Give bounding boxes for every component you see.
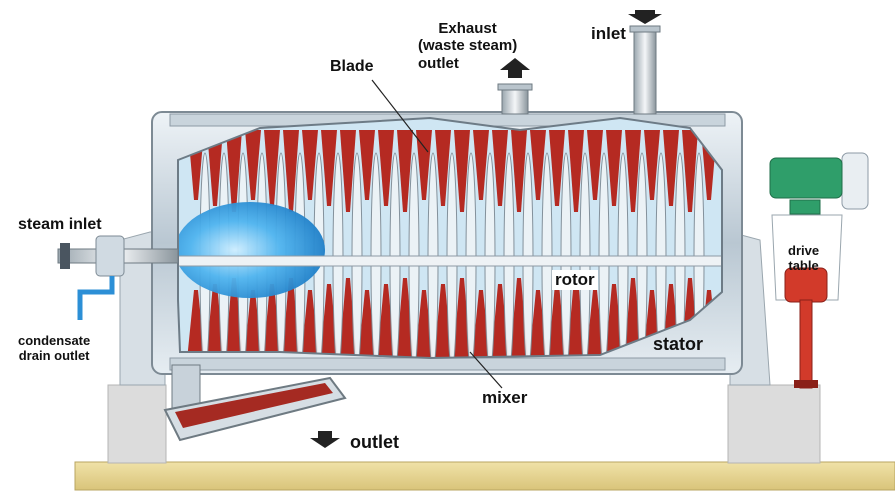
product-spike-bottom <box>301 290 319 358</box>
product-spike-top <box>340 130 356 212</box>
inlet-arrow-icon <box>628 10 662 24</box>
product-spike-top <box>264 130 280 206</box>
product-spike-bottom <box>396 278 414 358</box>
steam-inlet-coupling <box>95 235 125 277</box>
right-support-block <box>727 384 821 464</box>
product-spike-top <box>530 130 546 200</box>
product-spike-top <box>302 130 318 200</box>
product-spike-top <box>435 130 451 206</box>
product-spike-top <box>606 130 622 206</box>
product-spike-bottom <box>434 284 452 358</box>
product-spike-top <box>473 130 489 200</box>
left-support-block <box>107 384 167 464</box>
product-spike-top <box>226 130 242 212</box>
product-spike-top <box>321 130 337 206</box>
mixer-leader-line <box>469 351 503 389</box>
product-spike-top <box>492 130 508 206</box>
product-spike-bottom <box>548 284 566 358</box>
exhaust-label-line3: outlet <box>418 54 459 72</box>
product-spike-bottom <box>453 278 471 358</box>
product-spike-bottom <box>586 290 604 358</box>
exhaust-label: Exhaust (waste steam) outlet <box>418 20 517 72</box>
exhaust-nozzle <box>501 87 529 115</box>
product-spike-bottom <box>415 290 433 358</box>
inlet-label: inlet <box>591 24 626 43</box>
product-spike-top <box>511 130 527 212</box>
rotor-shaft <box>178 255 722 267</box>
steam-inlet-flange <box>60 243 70 269</box>
product-spike-bottom <box>206 284 224 358</box>
exhaust-nozzle-cap <box>497 83 533 91</box>
mixer-label: mixer <box>482 388 528 407</box>
cutaway-interior <box>178 118 722 358</box>
outlet-arrow-icon <box>310 431 340 448</box>
product-spike-top <box>359 130 375 200</box>
condensate-drain-pipe <box>77 276 115 320</box>
product-spike-top <box>587 130 603 200</box>
exhaust-label-line1: Exhaust <box>438 20 497 37</box>
product-spike-top <box>568 130 584 212</box>
drive-table-line2: table <box>788 257 819 273</box>
inlet-pipe <box>633 27 657 115</box>
condensate-label: condensate drain outlet <box>18 333 91 364</box>
product-spike-bottom <box>282 278 300 358</box>
product-spike-bottom <box>244 290 262 358</box>
drive-table-line1: drive <box>788 243 820 258</box>
product-spike-top <box>245 130 261 200</box>
exhaust-arrow-icon <box>500 58 530 78</box>
cutaway-edge <box>177 116 723 360</box>
product-spike-bottom <box>567 278 585 358</box>
product-spike-bottom <box>472 290 490 358</box>
product-spike-bottom <box>605 284 623 358</box>
product-spike-top <box>397 130 413 212</box>
product-spike-bottom <box>225 278 243 358</box>
drum-bottom-band <box>169 357 726 371</box>
product-spike-top <box>625 130 641 212</box>
blade-label: Blade <box>330 58 374 75</box>
product-spike-top <box>549 130 565 206</box>
product-spike-bottom <box>510 278 528 358</box>
product-spike-bottom <box>187 290 205 358</box>
product-spike-top <box>416 130 432 200</box>
stator-label: stator <box>653 334 704 354</box>
condensate-line1: condensate <box>18 333 91 348</box>
product-spike-bottom <box>263 284 281 358</box>
product-spike-top <box>283 130 299 212</box>
base-slab <box>74 461 895 491</box>
product-spike-top <box>682 130 698 212</box>
outlet-screw-conveyor <box>163 364 347 442</box>
steam-inlet-label: steam inlet <box>18 216 102 233</box>
product-spike-bottom <box>529 290 547 358</box>
product-spike-bottom <box>377 284 395 358</box>
product-spike-top <box>454 130 470 212</box>
product-spike-top <box>207 130 223 206</box>
product-spike-top <box>644 130 660 200</box>
drive-table-label: drive table <box>788 243 820 274</box>
product-spike-bottom <box>339 278 357 358</box>
product-spike-bottom <box>320 284 338 358</box>
blade-leader-line <box>371 79 429 153</box>
rotor-label: rotor <box>552 270 598 290</box>
product-spike-top <box>663 130 679 206</box>
steam-cloud <box>178 202 325 298</box>
product-spike-top <box>378 130 394 206</box>
product-spike-bottom <box>358 290 376 358</box>
condensate-line2: drain outlet <box>18 347 90 363</box>
inlet-pipe-cap <box>629 25 661 33</box>
product-spike-bottom <box>491 284 509 358</box>
outlet-label: outlet <box>350 432 399 452</box>
exhaust-label-line2: (waste steam) <box>418 37 518 55</box>
drive-unit <box>769 152 869 389</box>
